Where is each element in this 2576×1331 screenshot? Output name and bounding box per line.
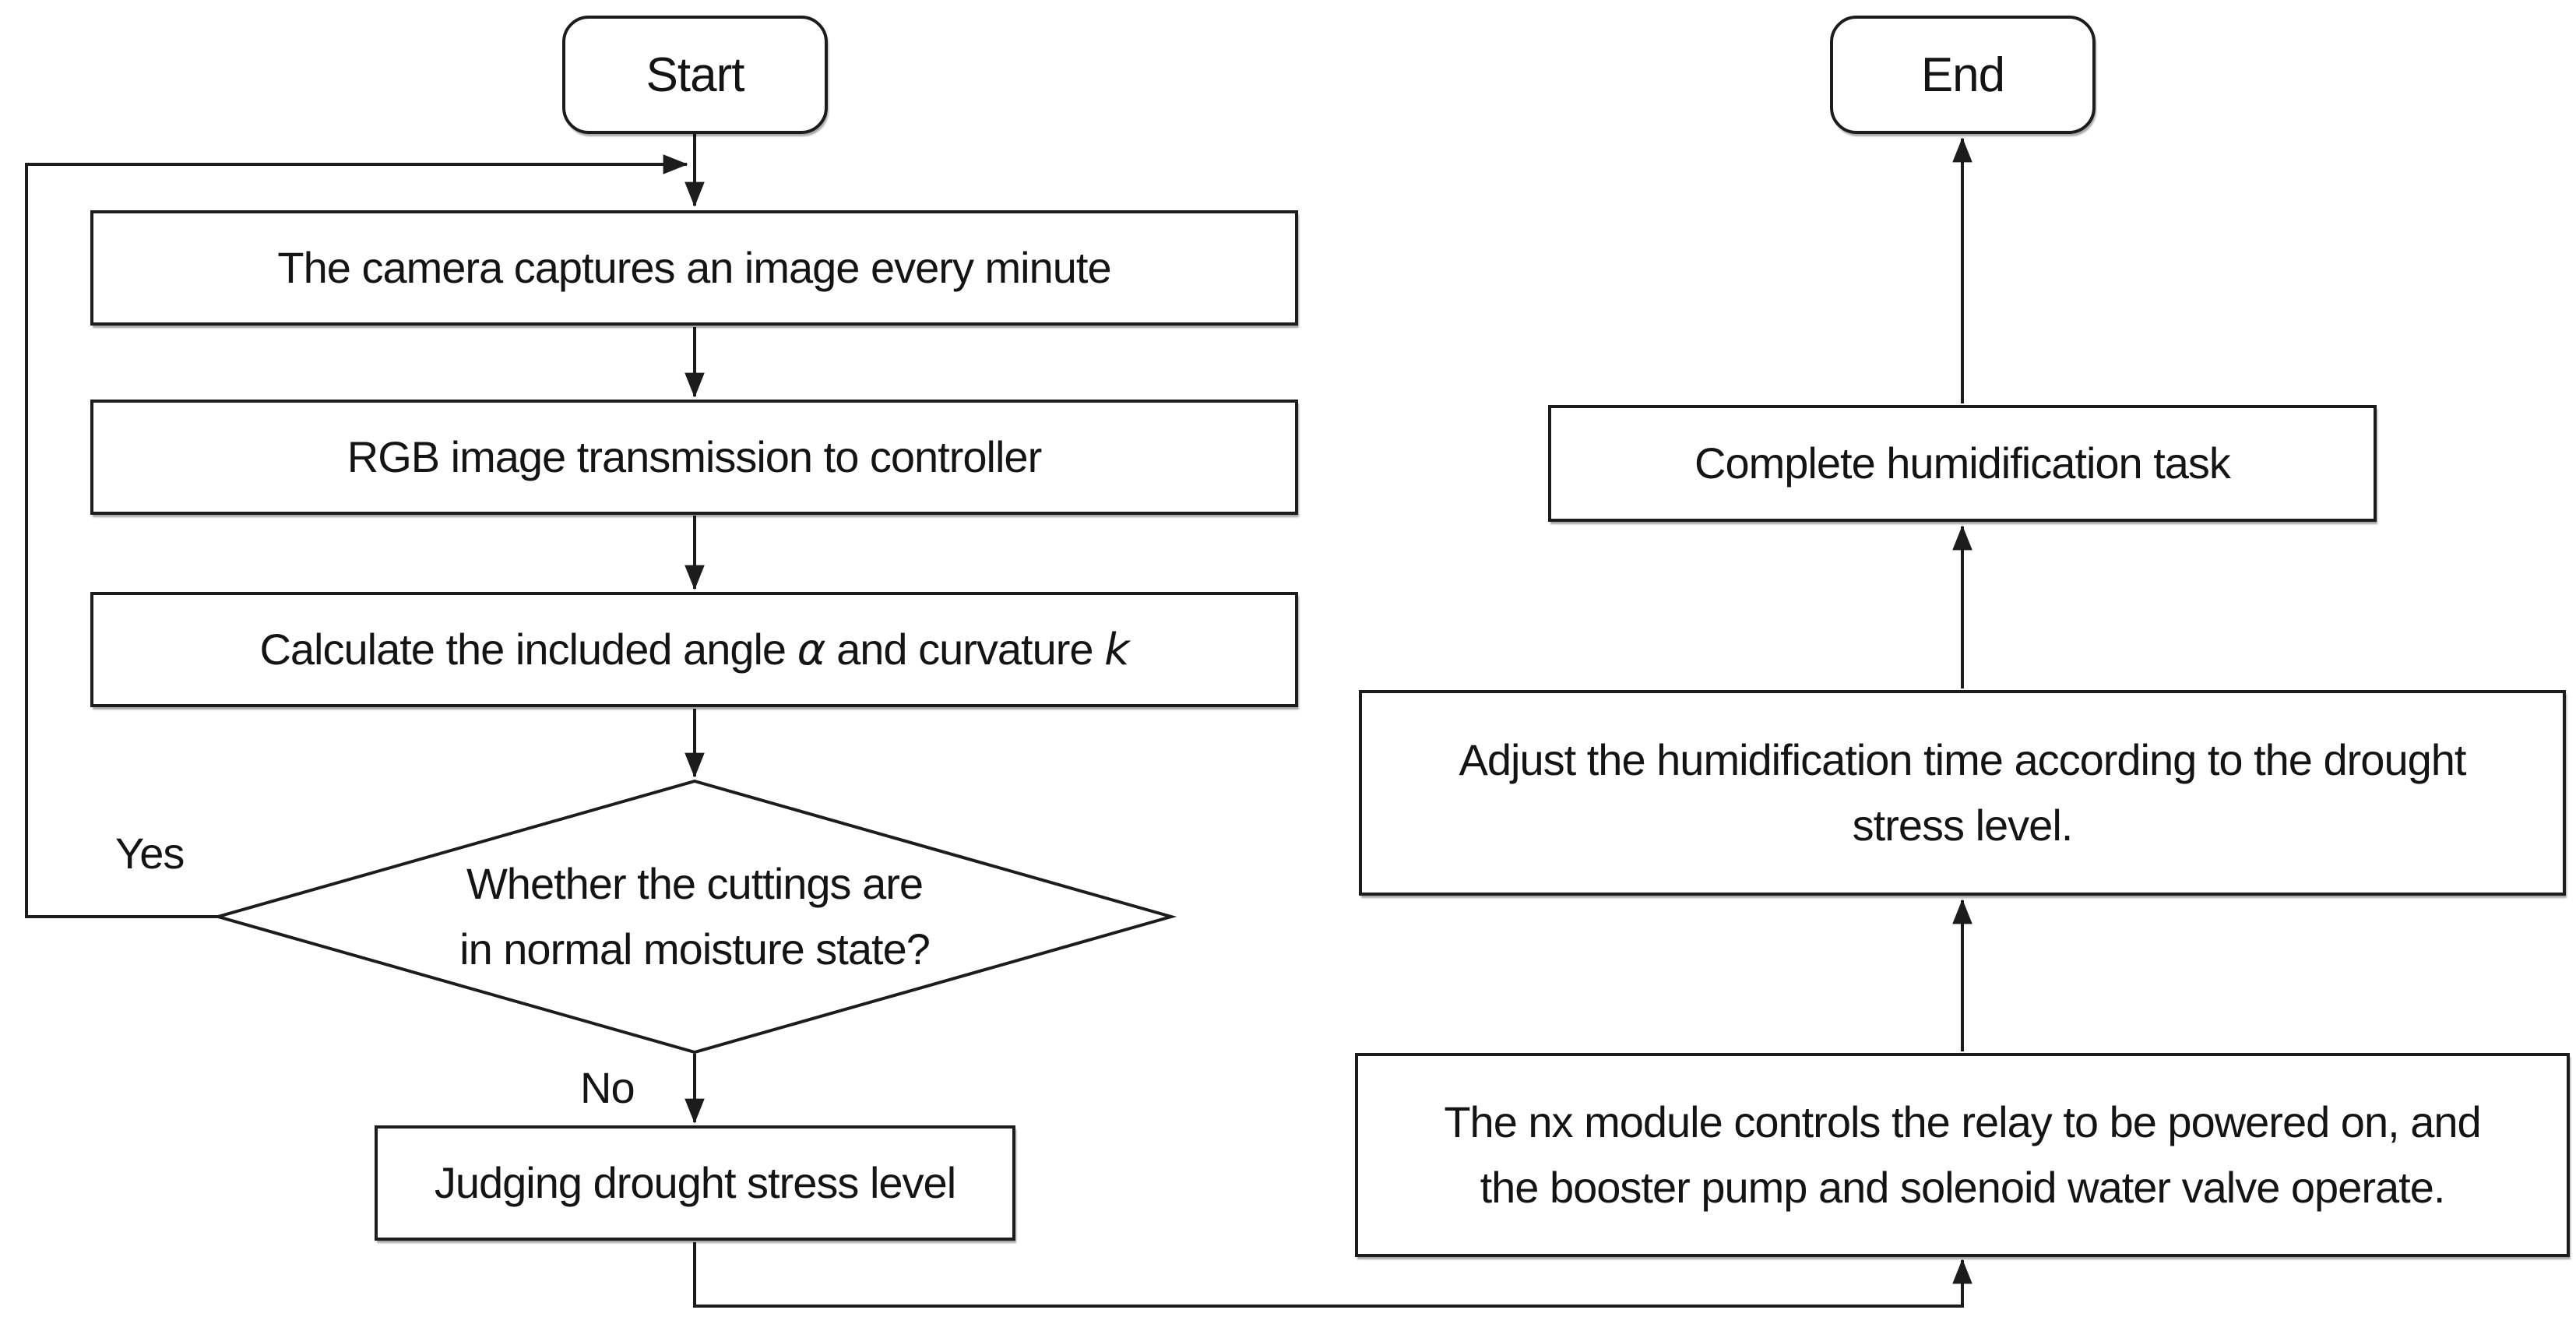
camera-capture-label: The camera captures an image every minut… bbox=[277, 243, 1111, 292]
calculate-text-middle: and curvature bbox=[825, 624, 1105, 674]
edge-label-no: No bbox=[580, 1063, 635, 1112]
process-judging-drought-node: Judging drought stress level bbox=[375, 1125, 1015, 1241]
calculate-angle-label: Calculate the included angle α and curva… bbox=[259, 617, 1129, 683]
edge-label-yes: Yes bbox=[115, 829, 185, 878]
terminal-end-node: End bbox=[1830, 16, 2096, 134]
process-nx-module-node: The nx module controls the relay to be p… bbox=[1355, 1053, 2570, 1257]
judging-drought-label: Judging drought stress level bbox=[434, 1158, 956, 1207]
arrow-judging-to-nx bbox=[693, 1242, 1972, 1308]
calculate-text-prefix: Calculate the included angle bbox=[259, 624, 797, 674]
alpha-symbol: α bbox=[797, 624, 826, 675]
end-label: End bbox=[1920, 48, 2005, 102]
complete-humidification-label: Complete humidification task bbox=[1694, 438, 2231, 488]
process-calculate-angle-node: Calculate the included angle α and curva… bbox=[90, 592, 1298, 707]
terminal-start-node: Start bbox=[562, 16, 828, 134]
arrow-yes-feedback bbox=[25, 154, 688, 918]
start-label: Start bbox=[646, 48, 745, 102]
decision-diamond-shape bbox=[212, 779, 1177, 1055]
process-camera-capture-node: The camera captures an image every minut… bbox=[90, 210, 1298, 326]
process-rgb-transmission-node: RGB image transmission to controller bbox=[90, 400, 1298, 515]
rgb-transmission-label: RGB image transmission to controller bbox=[347, 432, 1042, 481]
process-adjust-humidification-node: Adjust the humidification time according… bbox=[1359, 690, 2566, 896]
process-complete-humidification-node: Complete humidification task bbox=[1548, 405, 2377, 522]
decision-moisture-question: Whether the cuttings are in normal moist… bbox=[459, 859, 931, 974]
k-symbol: k bbox=[1104, 624, 1129, 675]
